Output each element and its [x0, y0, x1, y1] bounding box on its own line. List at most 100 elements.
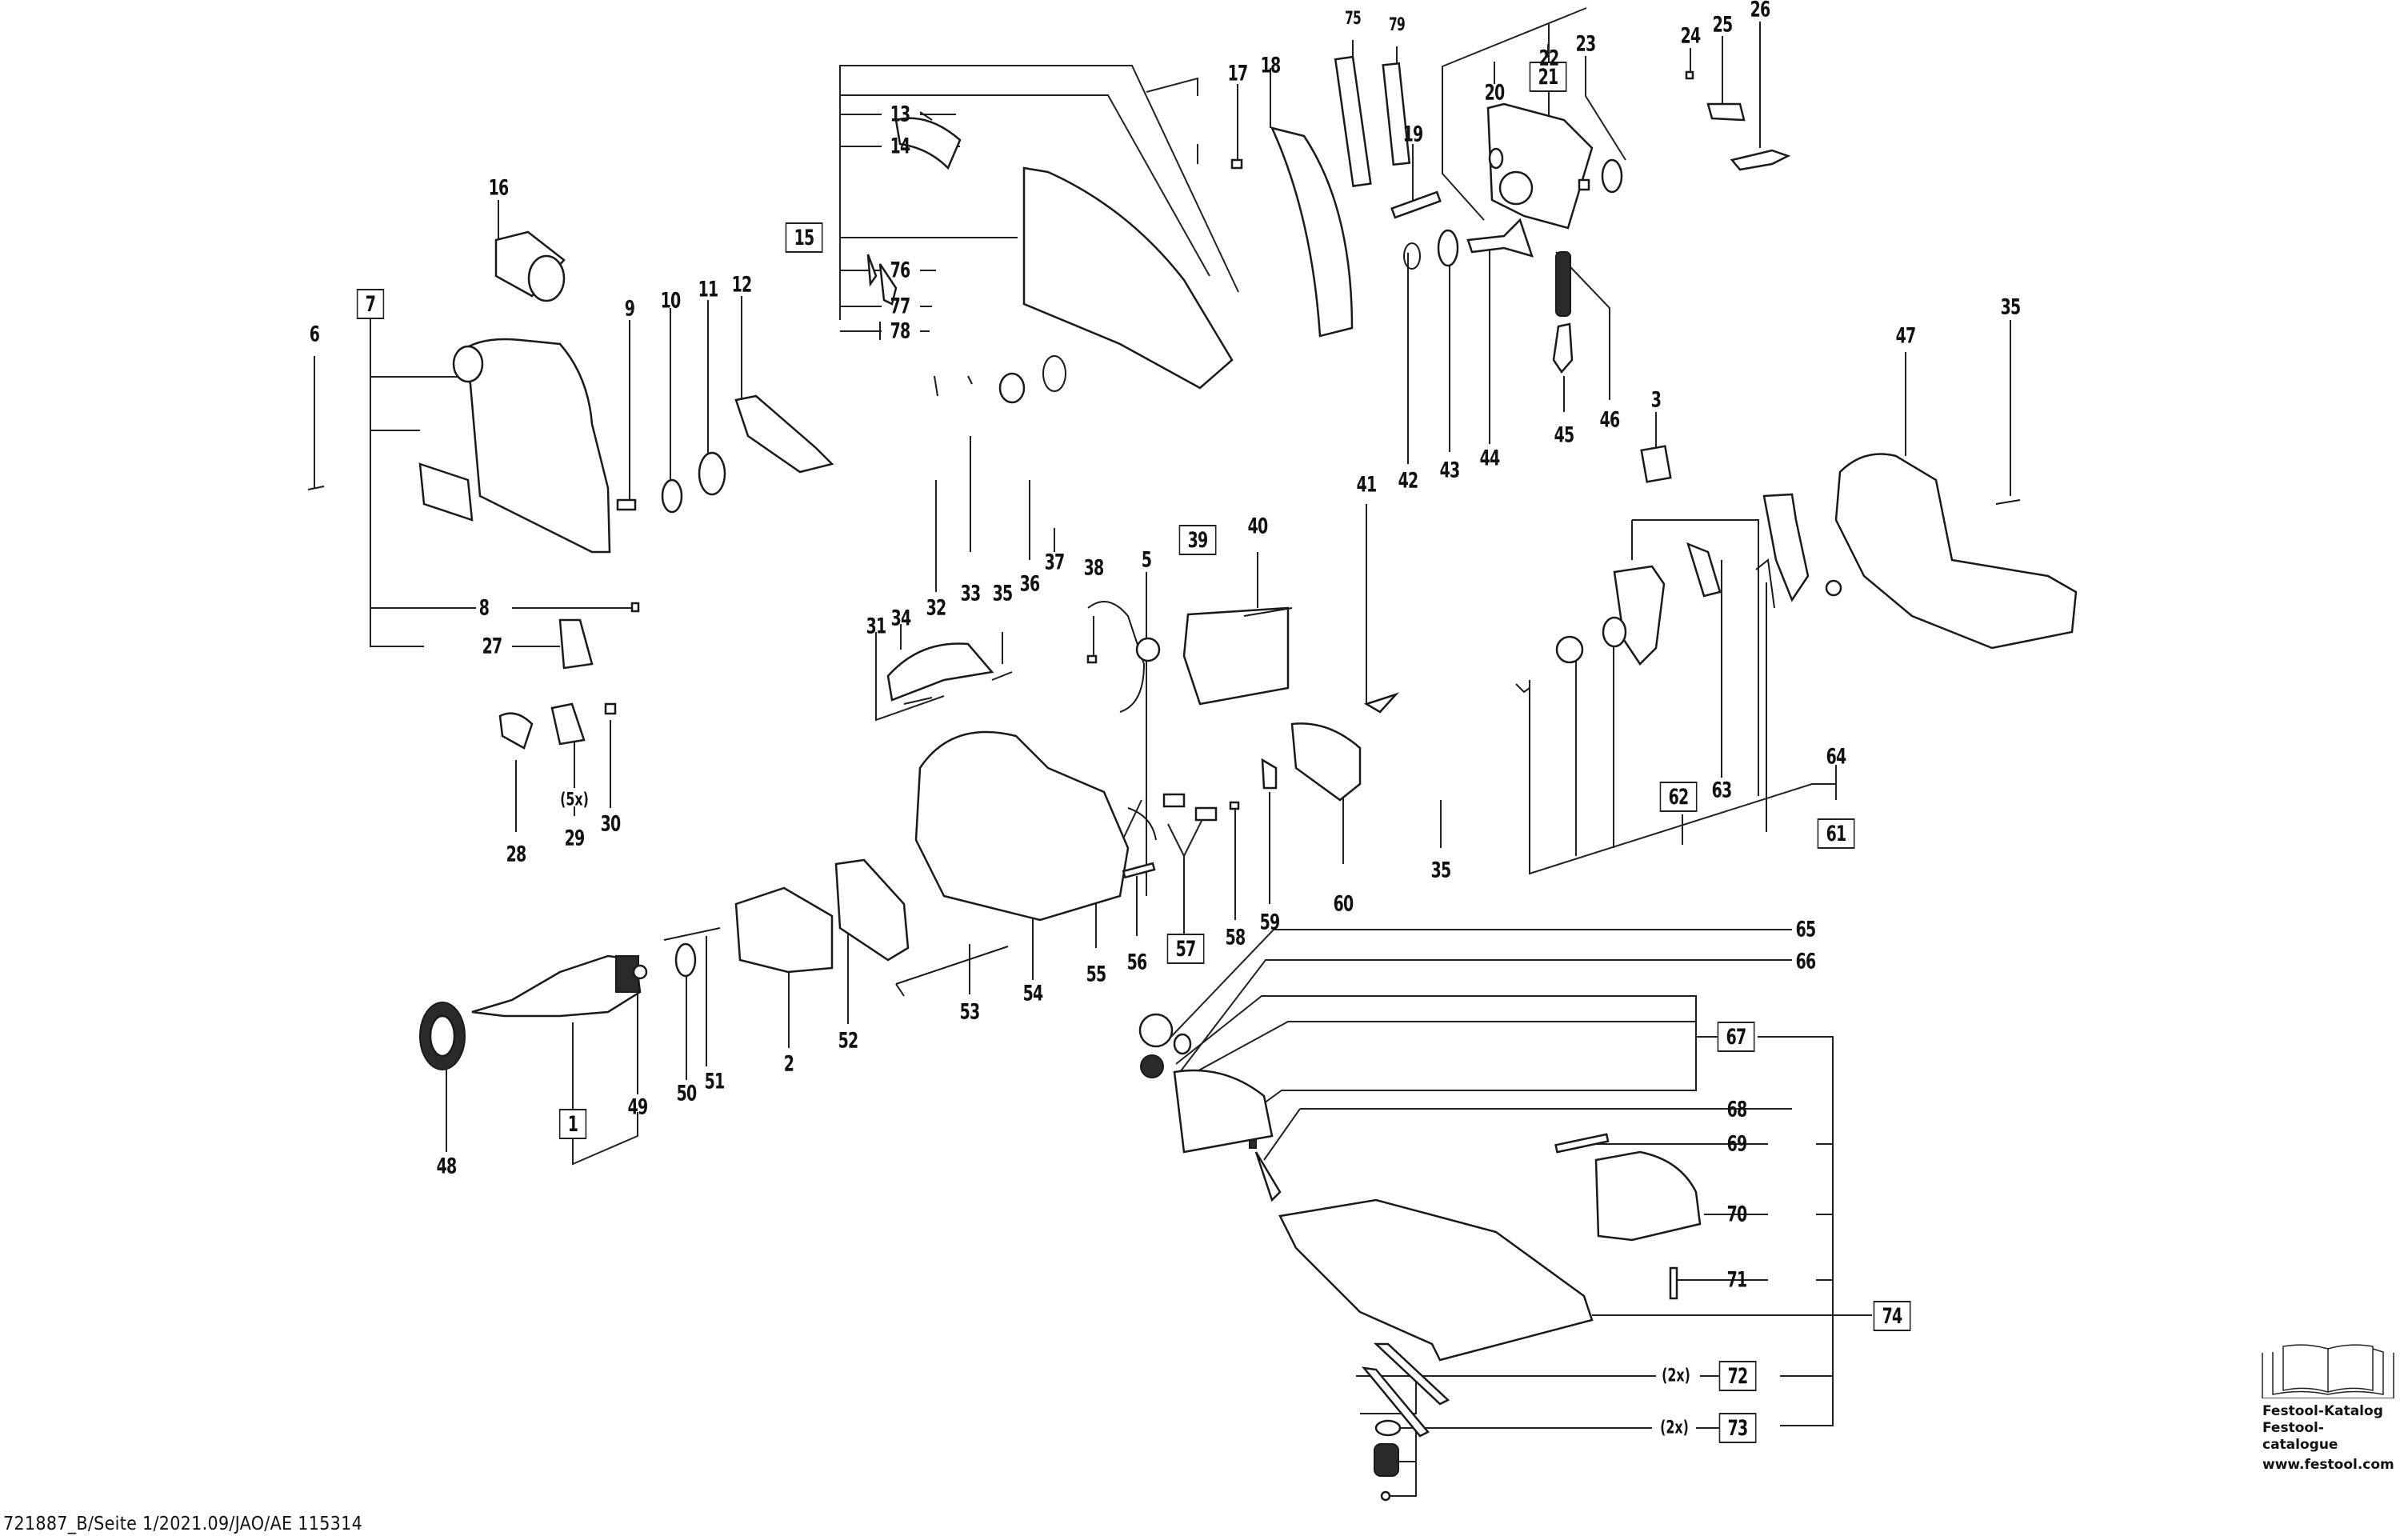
- part-38-screw: [1086, 654, 1098, 664]
- part-13-screw: [919, 111, 933, 121]
- part-spring-67: [1249, 1139, 1257, 1149]
- part-73-washer: [1374, 1419, 1402, 1437]
- callout-58: 58: [1225, 925, 1246, 950]
- leader-57b: [1167, 823, 1185, 857]
- leader-39: [1146, 77, 1198, 96]
- callout-46: 46: [1599, 407, 1621, 433]
- part-25-bracket: [1706, 102, 1746, 122]
- callout-66: 66: [1795, 949, 1817, 974]
- part-30-nut: [604, 702, 617, 715]
- callout-74: 74: [1873, 1301, 1911, 1331]
- part-3-switch: [1640, 445, 1672, 483]
- part-55-wire: [1127, 807, 1157, 841]
- callout-75: 75: [1345, 9, 1362, 29]
- leader-7: [370, 318, 424, 647]
- callout-48: 48: [436, 1154, 458, 1179]
- part-10-washer: [661, 478, 683, 514]
- part-74-base-plate: [1278, 1198, 1594, 1362]
- part-48-fan: [419, 1002, 466, 1070]
- callout-41: 41: [1356, 472, 1378, 498]
- part-1-armature: [471, 954, 642, 1018]
- part-26-lever: [1730, 149, 1791, 171]
- callout-19: 19: [1402, 122, 1424, 147]
- callout-25: 25: [1712, 12, 1734, 38]
- part-60-end-cover: [1290, 722, 1362, 802]
- callout-54: 54: [1022, 981, 1044, 1006]
- leader-68b: [1263, 1108, 1301, 1161]
- part-51-rod: [663, 927, 721, 941]
- part-2-stator: [734, 886, 834, 974]
- part-18-bevel-scale: [1270, 126, 1354, 338]
- part-49-bearing: [632, 964, 648, 980]
- leader-lines: [314, 7, 2011, 1497]
- part-68-bolt: [1254, 1151, 1282, 1202]
- callout-55: 55: [1086, 962, 1107, 987]
- callout-77: 77: [890, 294, 911, 319]
- part-12-riving-knife: [734, 394, 834, 474]
- callout-30: 30: [600, 811, 622, 837]
- part-45-button: [1552, 322, 1574, 374]
- part-63-lock-lever: [1686, 542, 1722, 598]
- callout-61: 61: [1817, 818, 1855, 849]
- callout-23: 23: [1575, 31, 1597, 57]
- leader-62: [1632, 519, 1759, 796]
- callout-76: 76: [890, 258, 911, 283]
- part-46-spring: [1555, 251, 1571, 317]
- leader-46: [1555, 251, 1610, 400]
- part-27-clip: [558, 618, 594, 670]
- part-gear-small: [1140, 1054, 1164, 1078]
- callout-31: 31: [866, 614, 887, 639]
- part-39-electronics: [1182, 606, 1290, 706]
- callout-10: 10: [660, 288, 682, 314]
- callout-59: 59: [1259, 910, 1281, 935]
- callout-73: 73: [1718, 1413, 1757, 1443]
- callout-8: 8: [478, 595, 490, 621]
- callout-34: 34: [890, 606, 912, 631]
- callout-53: 53: [959, 999, 981, 1025]
- callout-26: 26: [1750, 0, 1771, 22]
- callout-9: 9: [624, 296, 635, 322]
- leader-15-top: [839, 65, 1239, 320]
- callout-2: 2: [783, 1051, 794, 1077]
- part-72-guide: [1362, 1342, 1450, 1438]
- part-77-latch: [878, 263, 898, 306]
- leader-72-b: [1360, 1376, 1417, 1414]
- callout-56: 56: [1126, 950, 1148, 975]
- callout-39: 39: [1178, 525, 1217, 555]
- callout-32: 32: [926, 595, 947, 621]
- callout-50: 50: [676, 1081, 698, 1106]
- part-69-strip: [1554, 1133, 1610, 1154]
- catalog-url-link[interactable]: www.festool.com: [2262, 1457, 2394, 1473]
- part-62-trigger-cover: [1613, 565, 1666, 666]
- part-17-screw: [1230, 158, 1243, 170]
- callout-60: 60: [1333, 891, 1354, 917]
- leader-57: [1183, 807, 1209, 940]
- part-65-flange: [1138, 1013, 1174, 1048]
- part-64-cap: [1825, 579, 1842, 597]
- part-11-flange: [698, 451, 726, 496]
- leader-74: [1758, 1036, 1834, 1426]
- part-43-bearing: [1437, 229, 1459, 267]
- callout-72: 72: [1718, 1361, 1757, 1391]
- leader-61: [1529, 680, 1836, 875]
- part-24-pin: [1685, 70, 1694, 80]
- leader-15-top2: [840, 94, 1210, 277]
- callout-70: 70: [1726, 1202, 1748, 1227]
- part-32-pin: [934, 375, 938, 397]
- catalog-reference: Festool-Katalog Festool-catalogue www.fe…: [2261, 1334, 2397, 1474]
- part-41-contact: [1363, 692, 1400, 714]
- part-44-shaft: [1466, 218, 1534, 258]
- callout-5: 5: [1141, 547, 1152, 573]
- part-37-o-ring: [1042, 355, 1066, 392]
- callout-11: 11: [698, 277, 719, 302]
- callout-79: 79: [1389, 15, 1406, 35]
- part-36-seal: [998, 372, 1026, 404]
- part-79-scale-label: [1382, 62, 1411, 166]
- callout-51: 51: [704, 1069, 726, 1094]
- callout-35-center: 35: [992, 581, 1014, 606]
- callout-62: 62: [1659, 782, 1698, 812]
- callout-69: 69: [1726, 1131, 1748, 1157]
- part-19-pin: [1390, 190, 1442, 219]
- part-9-screw: [616, 498, 637, 511]
